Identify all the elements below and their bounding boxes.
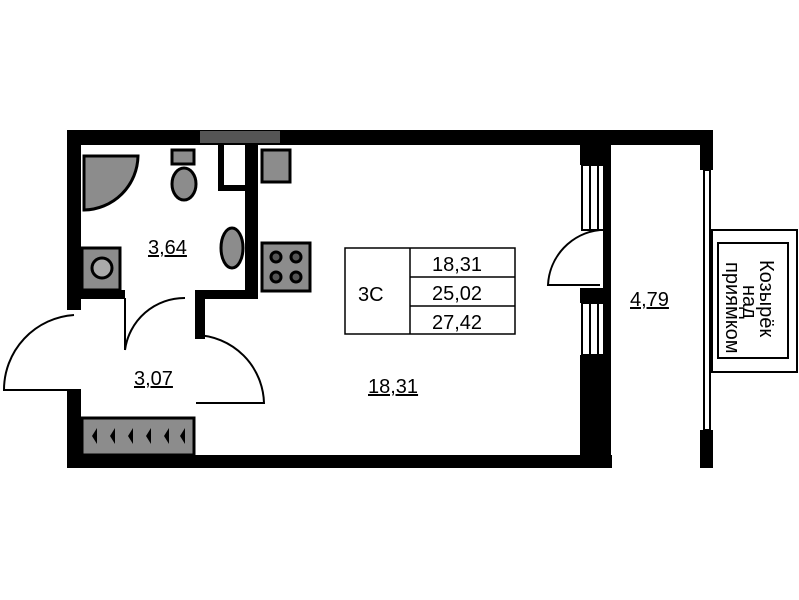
apartment-type: 3С <box>358 284 384 306</box>
info-box: 3С 18,31 25,02 27,42 <box>344 247 516 335</box>
canopy-note: Козырёк над приямком <box>721 260 777 354</box>
info-total-area: 25,02 <box>432 283 482 305</box>
radiator-icon <box>80 416 196 457</box>
hall-area: 3,07 <box>134 368 173 390</box>
info-living-area: 18,31 <box>432 254 482 276</box>
stove-icon <box>260 241 312 293</box>
balcony-area: 4,79 <box>630 289 669 311</box>
shower-icon <box>82 154 140 212</box>
canopy-note-line: Козырёк <box>755 260 777 337</box>
windows <box>200 131 711 431</box>
canopy-note-line: над <box>738 285 760 319</box>
fixtures <box>80 148 798 457</box>
radiator-marks <box>92 428 185 444</box>
toilet-icon <box>170 148 196 166</box>
info-total-with-balcony: 27,42 <box>432 312 482 334</box>
doors <box>2 229 601 404</box>
bathroom-area: 3,64 <box>148 237 187 259</box>
living-area: 18,31 <box>368 376 418 398</box>
washbasin-icon <box>219 226 245 270</box>
sink-icon <box>260 148 292 184</box>
canopy-note-line: приямком <box>721 262 743 354</box>
